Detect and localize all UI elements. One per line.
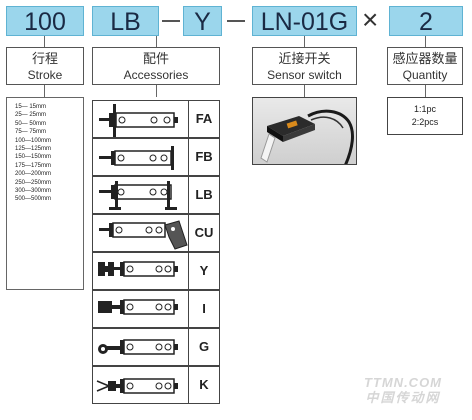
watermark: TTMN.COM 中国传动网: [338, 375, 468, 405]
floating-joint-cylinder-icon: [92, 366, 189, 404]
stroke-option: 75— 75mm: [15, 129, 47, 136]
stroke-code-box: 100: [6, 6, 84, 36]
quantity-label-en: Quantity: [402, 68, 448, 82]
connector-line: [304, 85, 305, 97]
dash-separator: [162, 20, 180, 22]
accessory-code: CU: [189, 214, 220, 252]
multiply-sign: ×: [362, 4, 379, 35]
accessory-code: LB: [189, 176, 220, 214]
stroke-label: 行程 Stroke: [6, 47, 84, 85]
stroke-label-en: Stroke: [27, 68, 63, 82]
connector-line: [156, 85, 157, 97]
accessory-row-fb: FB: [92, 138, 220, 176]
accessory-code: I: [189, 290, 220, 328]
quantity-option: 1:1pc: [413, 104, 437, 114]
connector-line: [425, 36, 426, 47]
stroke-option: 50— 50mm: [15, 120, 47, 127]
quantity-label-cn: 感应器数量: [392, 51, 458, 66]
accessory-row-i: I: [92, 290, 220, 328]
connector-line: [304, 36, 305, 47]
sensor-label: 近接开关 Sensor switch: [252, 47, 357, 85]
y-joint-cylinder-icon: [92, 252, 189, 290]
front-flange-cylinder-icon: [92, 100, 189, 138]
accessory-code: K: [189, 366, 220, 404]
ring-joint-cylinder-icon: [92, 328, 189, 366]
accessory-code: Y: [189, 252, 220, 290]
accessory-code: G: [189, 328, 220, 366]
accessory-row-g: G: [92, 328, 220, 366]
sensor-type-code-box: Y: [183, 6, 222, 36]
connector-line: [425, 85, 426, 97]
stroke-option: 300—300mm: [15, 188, 52, 195]
stroke-option: 25— 25mm: [15, 112, 47, 119]
sensor-label-en: Sensor switch: [267, 68, 342, 82]
stroke-label-cn: 行程: [31, 51, 58, 66]
quantity-options: 1:1pc 2:2pcs: [387, 97, 463, 135]
foot-mount-cylinder-icon: [92, 176, 189, 214]
connector-line: [156, 36, 157, 47]
stroke-option: 100—100mm: [15, 137, 52, 144]
dash-separator: [227, 20, 245, 22]
stroke-option: 200—200mm: [15, 171, 52, 178]
proximity-sensor-photo: [252, 97, 357, 165]
connector-line: [44, 36, 45, 47]
i-joint-cylinder-icon: [92, 290, 189, 328]
accessory-row-k: K: [92, 366, 220, 404]
clevis-bracket-cylinder-icon: [92, 214, 189, 252]
accessory-row-lb: LB: [92, 176, 220, 214]
stroke-option: 15— 15mm: [15, 104, 47, 110]
watermark-line: 中国传动网: [365, 390, 441, 405]
accessories-label: 配件 Accessories: [92, 47, 220, 85]
accessory-row-cu: CU: [92, 214, 220, 252]
stroke-option: 175—175mm: [15, 162, 52, 169]
stroke-option: 150—150mm: [15, 154, 52, 161]
sensor-model-code-box: LN-01G: [252, 6, 357, 36]
rear-flange-cylinder-icon: [92, 138, 189, 176]
accessory-row-y: Y: [92, 252, 220, 290]
accessory-code: FA: [189, 100, 220, 138]
quantity-option: 2:2pcs: [411, 117, 439, 127]
quantity-code-box: 2: [389, 6, 463, 36]
quantity-label: 感应器数量 Quantity: [387, 47, 463, 85]
accessory-code: FB: [189, 138, 220, 176]
accessory-code-box: LB: [92, 6, 159, 36]
stroke-option: 250—250mm: [15, 179, 52, 186]
stroke-option: 500—500mm: [15, 196, 52, 203]
accessory-row-fa: FA: [92, 100, 220, 138]
sensor-label-cn: 近接开关: [278, 51, 331, 66]
watermark-line: TTMN.COM: [363, 375, 443, 390]
stroke-option: 125—125mm: [15, 146, 52, 153]
stroke-options-list: 15— 15mm 25— 25mm 50— 50mm 75— 75mm 100—…: [6, 97, 84, 290]
accessories-label-en: Accessories: [123, 68, 189, 82]
connector-line: [44, 85, 45, 97]
accessories-label-cn: 配件: [142, 51, 169, 66]
